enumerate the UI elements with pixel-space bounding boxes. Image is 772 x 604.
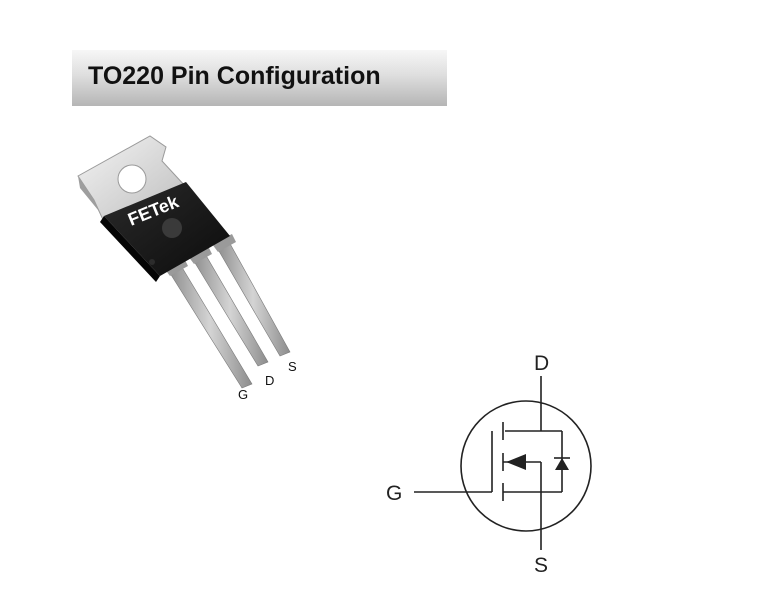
body-diode-icon bbox=[555, 458, 569, 470]
package-pin-drain-label: D bbox=[265, 373, 274, 388]
schematic-gate-label: G bbox=[386, 482, 402, 505]
page-title: TO220 Pin Configuration bbox=[88, 62, 381, 90]
package-leads bbox=[164, 234, 291, 389]
title-bar: TO220 Pin Configuration bbox=[72, 50, 447, 106]
package-pin-source-label: S bbox=[288, 359, 297, 374]
schematic-enclosure bbox=[460, 400, 592, 532]
mounting-hole bbox=[117, 164, 147, 194]
package-pin-gate-label: G bbox=[238, 387, 248, 402]
channel-arrow-icon bbox=[506, 454, 526, 470]
body-dimple bbox=[162, 218, 182, 238]
schematic-drain-label: D bbox=[534, 352, 549, 375]
metal-tab bbox=[77, 135, 187, 223]
schematic-source-label: S bbox=[534, 554, 548, 577]
